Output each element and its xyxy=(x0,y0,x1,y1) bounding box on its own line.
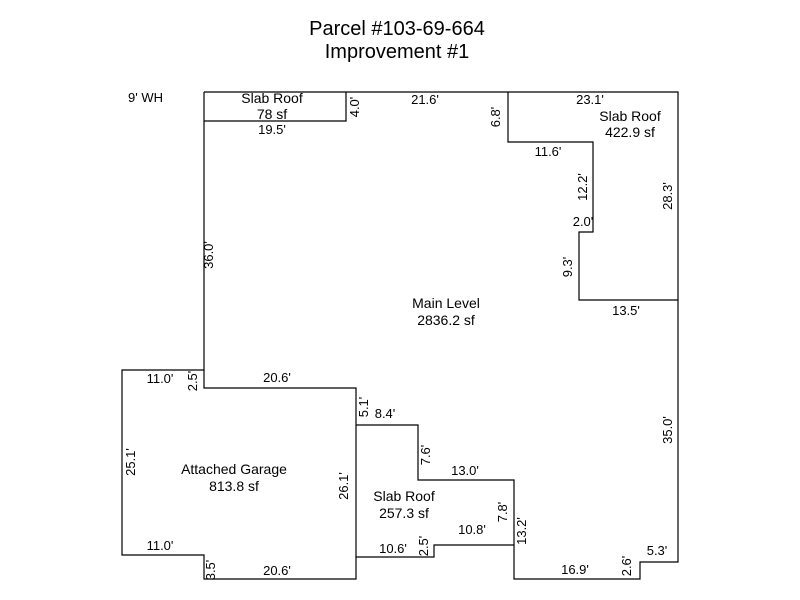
dimension-label: 5.1' xyxy=(356,397,371,418)
dimension-label: 5.3' xyxy=(647,543,668,558)
dimension-label: 21.6' xyxy=(411,92,439,107)
dimension-label: 2.5' xyxy=(185,371,200,392)
dimension-label: 3.5' xyxy=(203,560,218,581)
dimension-label: 11.0' xyxy=(147,538,174,553)
dimension-label: 20.6' xyxy=(263,563,291,578)
main-level-size: 2836.2 sf xyxy=(417,312,475,328)
slab-roof-right-outline xyxy=(507,92,678,301)
dimension-label: 7.8' xyxy=(495,502,510,523)
dimension-label: 26.1' xyxy=(336,472,351,500)
dimension-label: 13.0' xyxy=(451,463,479,478)
dimension-label: 36.0' xyxy=(201,241,216,269)
dimension-label: 11.0' xyxy=(147,371,174,386)
dimension-label: 35.0' xyxy=(660,416,675,444)
dimension-label: 6.8' xyxy=(488,107,503,128)
wall-height-note: 9' WH xyxy=(128,90,163,105)
dimension-label: 10.8' xyxy=(458,522,486,537)
slab-roof-right-name: Slab Roof xyxy=(599,108,661,124)
dimension-label: 4.0' xyxy=(347,97,362,118)
dimension-label: 13.5' xyxy=(612,303,640,318)
slab-roof-bottom-size: 257.3 sf xyxy=(379,505,429,521)
improvement-title: Improvement #1 xyxy=(325,41,470,63)
building-outline xyxy=(121,91,679,580)
dimension-label: 28.3' xyxy=(660,182,675,210)
slab-roof-top-size: 78 sf xyxy=(257,106,287,122)
dimension-label: 19.5' xyxy=(258,122,286,137)
dimension-label: 9.3' xyxy=(560,257,575,278)
attached-garage-size: 813.8 sf xyxy=(209,478,259,494)
slab-roof-top-name: Slab Roof xyxy=(241,90,303,106)
dimension-label: 16.9' xyxy=(561,562,589,577)
dimension-label: 2.6' xyxy=(619,556,634,577)
slab-roof-top-outline xyxy=(204,92,347,122)
dimension-label: 11.6' xyxy=(535,144,562,159)
dimension-label: 13.2' xyxy=(514,517,529,545)
main-level-name: Main Level xyxy=(412,295,480,311)
dimension-label: 23.1' xyxy=(576,92,604,107)
dimension-label: 8.4' xyxy=(375,406,396,421)
dimension-label: 25.1' xyxy=(123,448,138,476)
dimension-label: 12.2' xyxy=(575,173,590,201)
dimension-label: 10.6' xyxy=(379,541,407,556)
slab-roof-bottom-name: Slab Roof xyxy=(373,488,435,504)
dimension-label: 2.5' xyxy=(416,536,431,557)
dimension-label: 7.6' xyxy=(418,445,433,466)
dimension-label: 20.6' xyxy=(263,370,291,385)
parcel-title: Parcel #103-69-664 xyxy=(309,18,485,40)
attached-garage-name: Attached Garage xyxy=(181,461,287,477)
dimension-label: 2.0' xyxy=(573,214,594,229)
slab-roof-bottom-outline xyxy=(356,424,515,545)
slab-roof-right-size: 422.9 sf xyxy=(605,124,655,140)
garage-outline xyxy=(203,370,357,557)
